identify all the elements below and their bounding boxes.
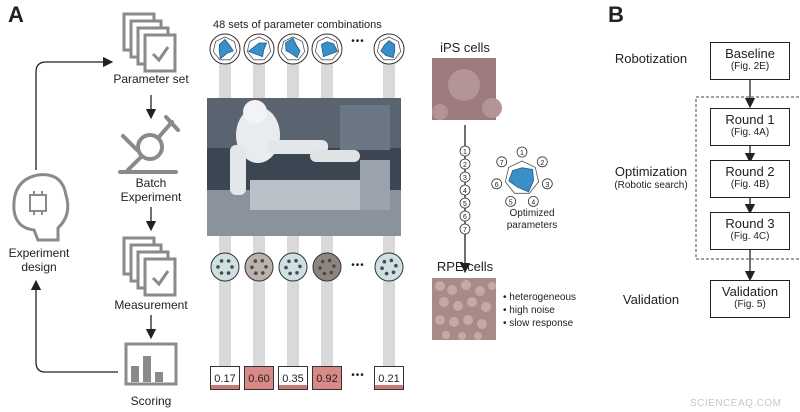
ips-cells-label: iPS cells — [440, 40, 490, 55]
culture-dish-icon — [278, 252, 308, 282]
ellipsis-mid: ••• — [351, 260, 365, 271]
optimized-parameter-badge: 1 — [516, 146, 528, 158]
parameter-number-badge: 6 — [459, 210, 471, 222]
parameter-number-badge: 7 — [459, 223, 471, 235]
parameter-number-badge: 5 — [459, 197, 471, 209]
optimization-sublabel: (Robotic search) — [614, 180, 688, 191]
parameter-number-badge: 3 — [459, 171, 471, 183]
ips-cells-image — [432, 58, 502, 120]
baseline-box: Baseline(Fig. 2E) — [710, 42, 790, 80]
round3-box: Round 3(Fig. 4C) — [710, 212, 790, 250]
optimized-parameter-badge: 6 — [491, 178, 503, 190]
optimized-line2: parameters — [506, 220, 558, 231]
brain-chip-icon — [12, 173, 70, 242]
panel-label-b: B — [608, 2, 624, 27]
svg-text:5: 5 — [463, 201, 467, 208]
rpe-cells-label: RPE cells — [436, 259, 494, 274]
rpe-cells-image — [432, 278, 496, 340]
svg-text:5: 5 — [509, 199, 513, 206]
parameter-number-badge: 2 — [459, 158, 471, 170]
svg-text:6: 6 — [463, 214, 467, 221]
experiment-design-label: Experiment design — [0, 246, 78, 274]
radar-chart-icon — [277, 33, 309, 65]
svg-text:2: 2 — [540, 160, 544, 167]
watermark: SCIENCEAQ.COM — [690, 398, 782, 409]
robot-photo — [207, 98, 401, 236]
score-box: 0.92 — [312, 366, 342, 390]
bar-chart-icon — [124, 342, 178, 386]
score-box: 0.21 — [374, 366, 404, 390]
rpe-note: • slow response — [503, 318, 574, 329]
svg-text:7: 7 — [500, 160, 504, 167]
ellipsis-top: ••• — [351, 36, 365, 47]
scoring-label: Scoring — [130, 394, 172, 408]
optimized-parameter-badge: 2 — [536, 156, 548, 168]
culture-dish-icon — [210, 252, 240, 282]
svg-text:6: 6 — [495, 182, 499, 189]
round1-box: Round 1(Fig. 4A) — [710, 108, 790, 146]
parameter-set-label: Parameter set — [113, 72, 189, 86]
design-label-line1: Experiment — [8, 246, 70, 260]
svg-text:7: 7 — [463, 227, 467, 234]
batch-experiment-label: Batch Experiment — [106, 176, 196, 204]
optimized-parameter-badge: 7 — [496, 156, 508, 168]
parameter-number-badge: 1 — [459, 145, 471, 157]
radar-charts — [209, 33, 405, 65]
culture-dish-icon — [374, 252, 404, 282]
rpe-notes: • heterogeneous • high noise • slow resp… — [503, 291, 576, 330]
svg-text:2: 2 — [463, 162, 467, 169]
batch-label-line2: Experiment — [120, 190, 182, 204]
radar-chart-icon — [243, 33, 275, 65]
svg-text:1: 1 — [463, 149, 467, 156]
robotization-label: Robotization — [614, 51, 688, 66]
batch-label-line1: Batch — [135, 176, 167, 190]
round2-box: Round 2(Fig. 4B) — [710, 160, 790, 198]
optimized-parameter-badge: 3 — [541, 178, 553, 190]
score-box: 0.60 — [244, 366, 274, 390]
validation-box: Validation(Fig. 5) — [710, 280, 790, 318]
optimized-parameter-badge: 5 — [505, 195, 517, 207]
panel-label-a: A — [8, 2, 24, 27]
culture-dish-icon — [244, 252, 274, 282]
culture-dishes — [210, 252, 404, 282]
svg-text:3: 3 — [545, 182, 549, 189]
optimization-label: Optimization — [614, 164, 688, 179]
score-box: 0.35 — [278, 366, 308, 390]
validation-label: Validation — [622, 292, 680, 307]
ellipsis-bottom: ••• — [351, 370, 365, 381]
parameter-set-icon — [122, 12, 177, 73]
design-label-line2: design — [21, 260, 57, 274]
svg-text:4: 4 — [463, 188, 467, 195]
culture-dish-icon — [312, 252, 342, 282]
radar-chart-icon — [373, 33, 405, 65]
radar-chart-icon — [209, 33, 241, 65]
optimized-line1: Optimized — [509, 208, 555, 219]
optimized-parameter-badge: 4 — [527, 195, 539, 207]
score-box: 0.17 — [210, 366, 240, 390]
microscope-icon — [118, 115, 180, 174]
svg-text:1: 1 — [520, 150, 524, 157]
parameter-number-list: 1 2 3 4 5 6 7 — [459, 145, 471, 235]
top-label: 48 sets of parameter combinations — [213, 19, 382, 31]
svg-text:4: 4 — [531, 199, 535, 206]
optimized-parameters-label: Optimized parameters — [492, 208, 572, 232]
measurement-icon — [122, 236, 177, 297]
optimized-radar-icon: 1 2 3 4 5 6 7 — [491, 146, 553, 207]
measurement-label: Measurement — [114, 298, 188, 312]
rpe-note: • heterogeneous — [503, 292, 577, 303]
radar-chart-icon — [311, 33, 343, 65]
feedback-loop-arrow — [30, 56, 118, 373]
svg-text:3: 3 — [463, 175, 467, 182]
parameter-number-badge: 4 — [459, 184, 471, 196]
rpe-note: • high noise — [503, 305, 555, 316]
